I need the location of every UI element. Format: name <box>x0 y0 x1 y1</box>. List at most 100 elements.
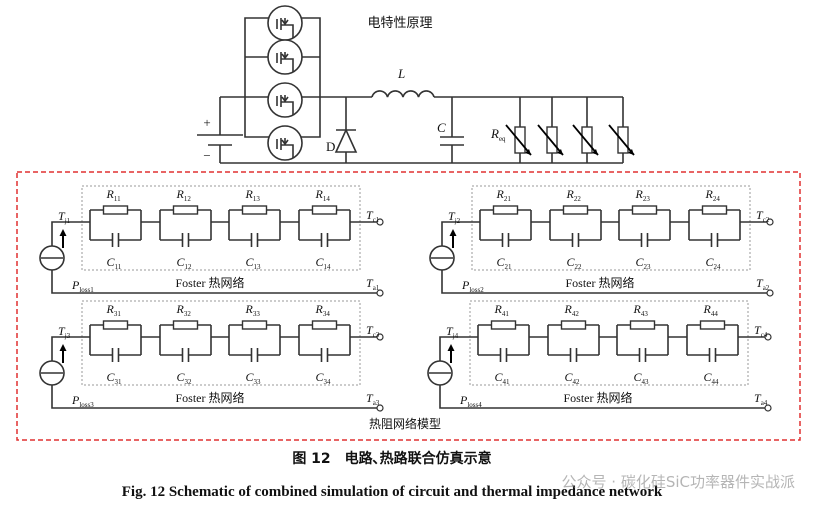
resistor-icon <box>241 205 268 215</box>
resistor-icon <box>701 205 728 215</box>
capacitor-label: C23 <box>636 255 652 271</box>
ta-label: Ta3 <box>366 391 380 407</box>
capacitor-label: C <box>437 120 446 135</box>
tc-label: Tc1 <box>366 208 380 224</box>
terminal-tc <box>376 333 384 341</box>
mosfet-icon <box>267 82 303 118</box>
capacitor-label: C11 <box>107 255 122 271</box>
resistor-icon <box>699 320 726 330</box>
thermal-model-label: 热阻网络模型 <box>369 416 441 431</box>
capacitor-label: C44 <box>704 370 720 386</box>
ploss-label: Ploss4 <box>459 393 482 409</box>
capacitor-label: C43 <box>634 370 650 386</box>
ploss-label: Ploss3 <box>71 393 94 409</box>
tc-label: Tc2 <box>756 208 770 224</box>
resistor-icon <box>560 320 587 330</box>
foster-box <box>471 185 751 271</box>
resistor-label: R21 <box>496 187 512 203</box>
tj-label: Tj4 <box>446 324 459 340</box>
resistor-label: R41 <box>494 302 510 318</box>
tj-label: Tj3 <box>58 324 71 340</box>
resistor-icon <box>241 320 268 330</box>
tj-label: Tj1 <box>58 209 71 225</box>
resistor-label: R34 <box>315 302 331 318</box>
resistor-icon <box>172 205 199 215</box>
resistor-label: R33 <box>245 302 261 318</box>
variable-resistor-icon <box>572 97 599 163</box>
capacitor-label: C13 <box>246 255 262 271</box>
tc-label: Tc3 <box>366 323 380 339</box>
caption-cn: 图 12 电路､热路联合仿真示意 <box>292 450 491 467</box>
resistor-icon <box>492 205 519 215</box>
ploss-label: Ploss1 <box>71 278 94 294</box>
capacitor-label: C24 <box>706 255 722 271</box>
foster-box <box>81 300 361 386</box>
capacitor-icon <box>440 97 464 163</box>
caption-en: Fig. 12 Schematic of combined simulation… <box>122 484 663 500</box>
tc-label: Tc4 <box>754 323 768 339</box>
thermal-model-frame <box>16 171 801 441</box>
ta-label: Ta4 <box>754 391 768 407</box>
watermark: 公众号 · 碳化硅SiC功率器件实战派 <box>562 473 795 491</box>
load-label: Req <box>490 126 506 143</box>
resistor-label: R13 <box>245 187 261 203</box>
foster-label: Foster 热网络 <box>175 390 244 405</box>
resistor-label: R44 <box>703 302 719 318</box>
terminal-ta <box>376 404 384 412</box>
diode-icon <box>334 97 358 163</box>
terminal-ta <box>766 289 774 297</box>
foster-box <box>81 185 361 271</box>
capacitor-label: C31 <box>107 370 123 386</box>
terminal-ta <box>764 404 772 412</box>
capacitor-label: C41 <box>495 370 511 386</box>
variable-resistor-icon <box>537 97 564 163</box>
resistor-label: R43 <box>633 302 649 318</box>
foster-label: Foster 热网络 <box>565 275 634 290</box>
foster-box <box>469 300 749 386</box>
resistor-label: R32 <box>176 302 192 318</box>
capacitor-label: C12 <box>177 255 193 271</box>
mosfet-icon <box>267 5 303 41</box>
resistor-icon <box>102 320 129 330</box>
resistor-icon <box>311 205 338 215</box>
capacitor-label: C32 <box>177 370 193 386</box>
resistor-label: R22 <box>566 187 582 203</box>
resistor-icon <box>172 320 199 330</box>
resistor-label: R24 <box>705 187 721 203</box>
terminal-ta <box>376 289 384 297</box>
capacitor-label: C22 <box>567 255 583 271</box>
power-circuit: 电特性原理 + − D L C Req <box>197 5 635 164</box>
resistor-label: R12 <box>176 187 192 203</box>
variable-resistor-icon <box>505 97 532 163</box>
capacitor-label: C42 <box>565 370 581 386</box>
resistor-label: R14 <box>315 187 331 203</box>
resistor-label: R11 <box>106 187 122 203</box>
capacitor-label: C14 <box>316 255 332 271</box>
resistor-label: R42 <box>564 302 580 318</box>
resistor-icon <box>629 320 656 330</box>
resistor-icon <box>311 320 338 330</box>
resistor-icon <box>631 205 658 215</box>
battery-plus: + <box>203 115 210 130</box>
